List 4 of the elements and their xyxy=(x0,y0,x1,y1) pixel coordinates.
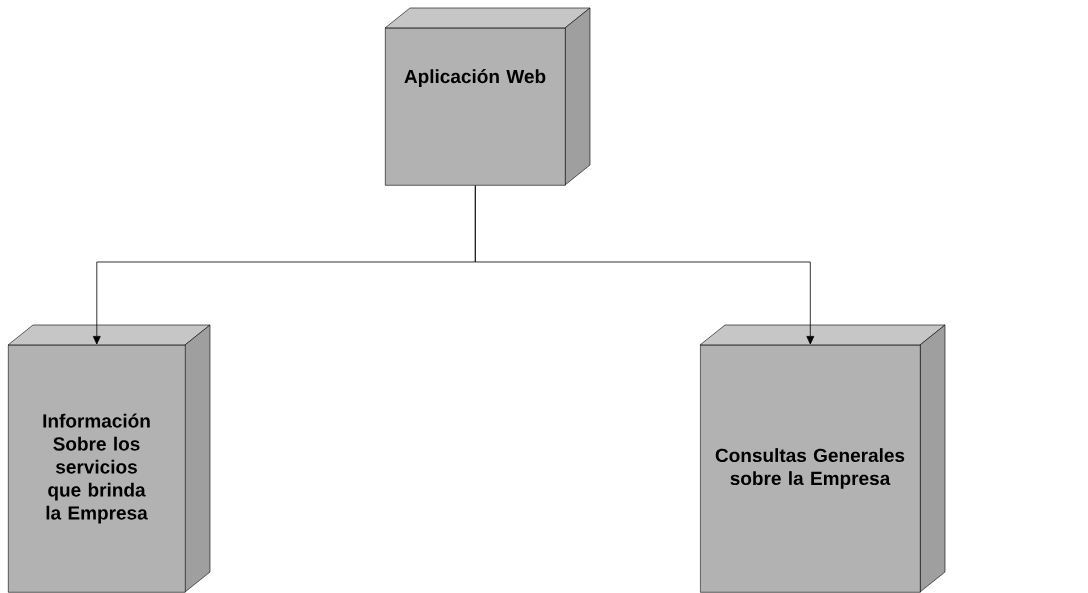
box-3d: Aplicación Web xyxy=(384,7,591,186)
box-3d: Consultas Generales sobre la Empresa xyxy=(699,324,946,593)
arrow xyxy=(474,185,815,345)
box-3d: Información Sobre los servicios que brinda la Empresa xyxy=(7,324,211,593)
